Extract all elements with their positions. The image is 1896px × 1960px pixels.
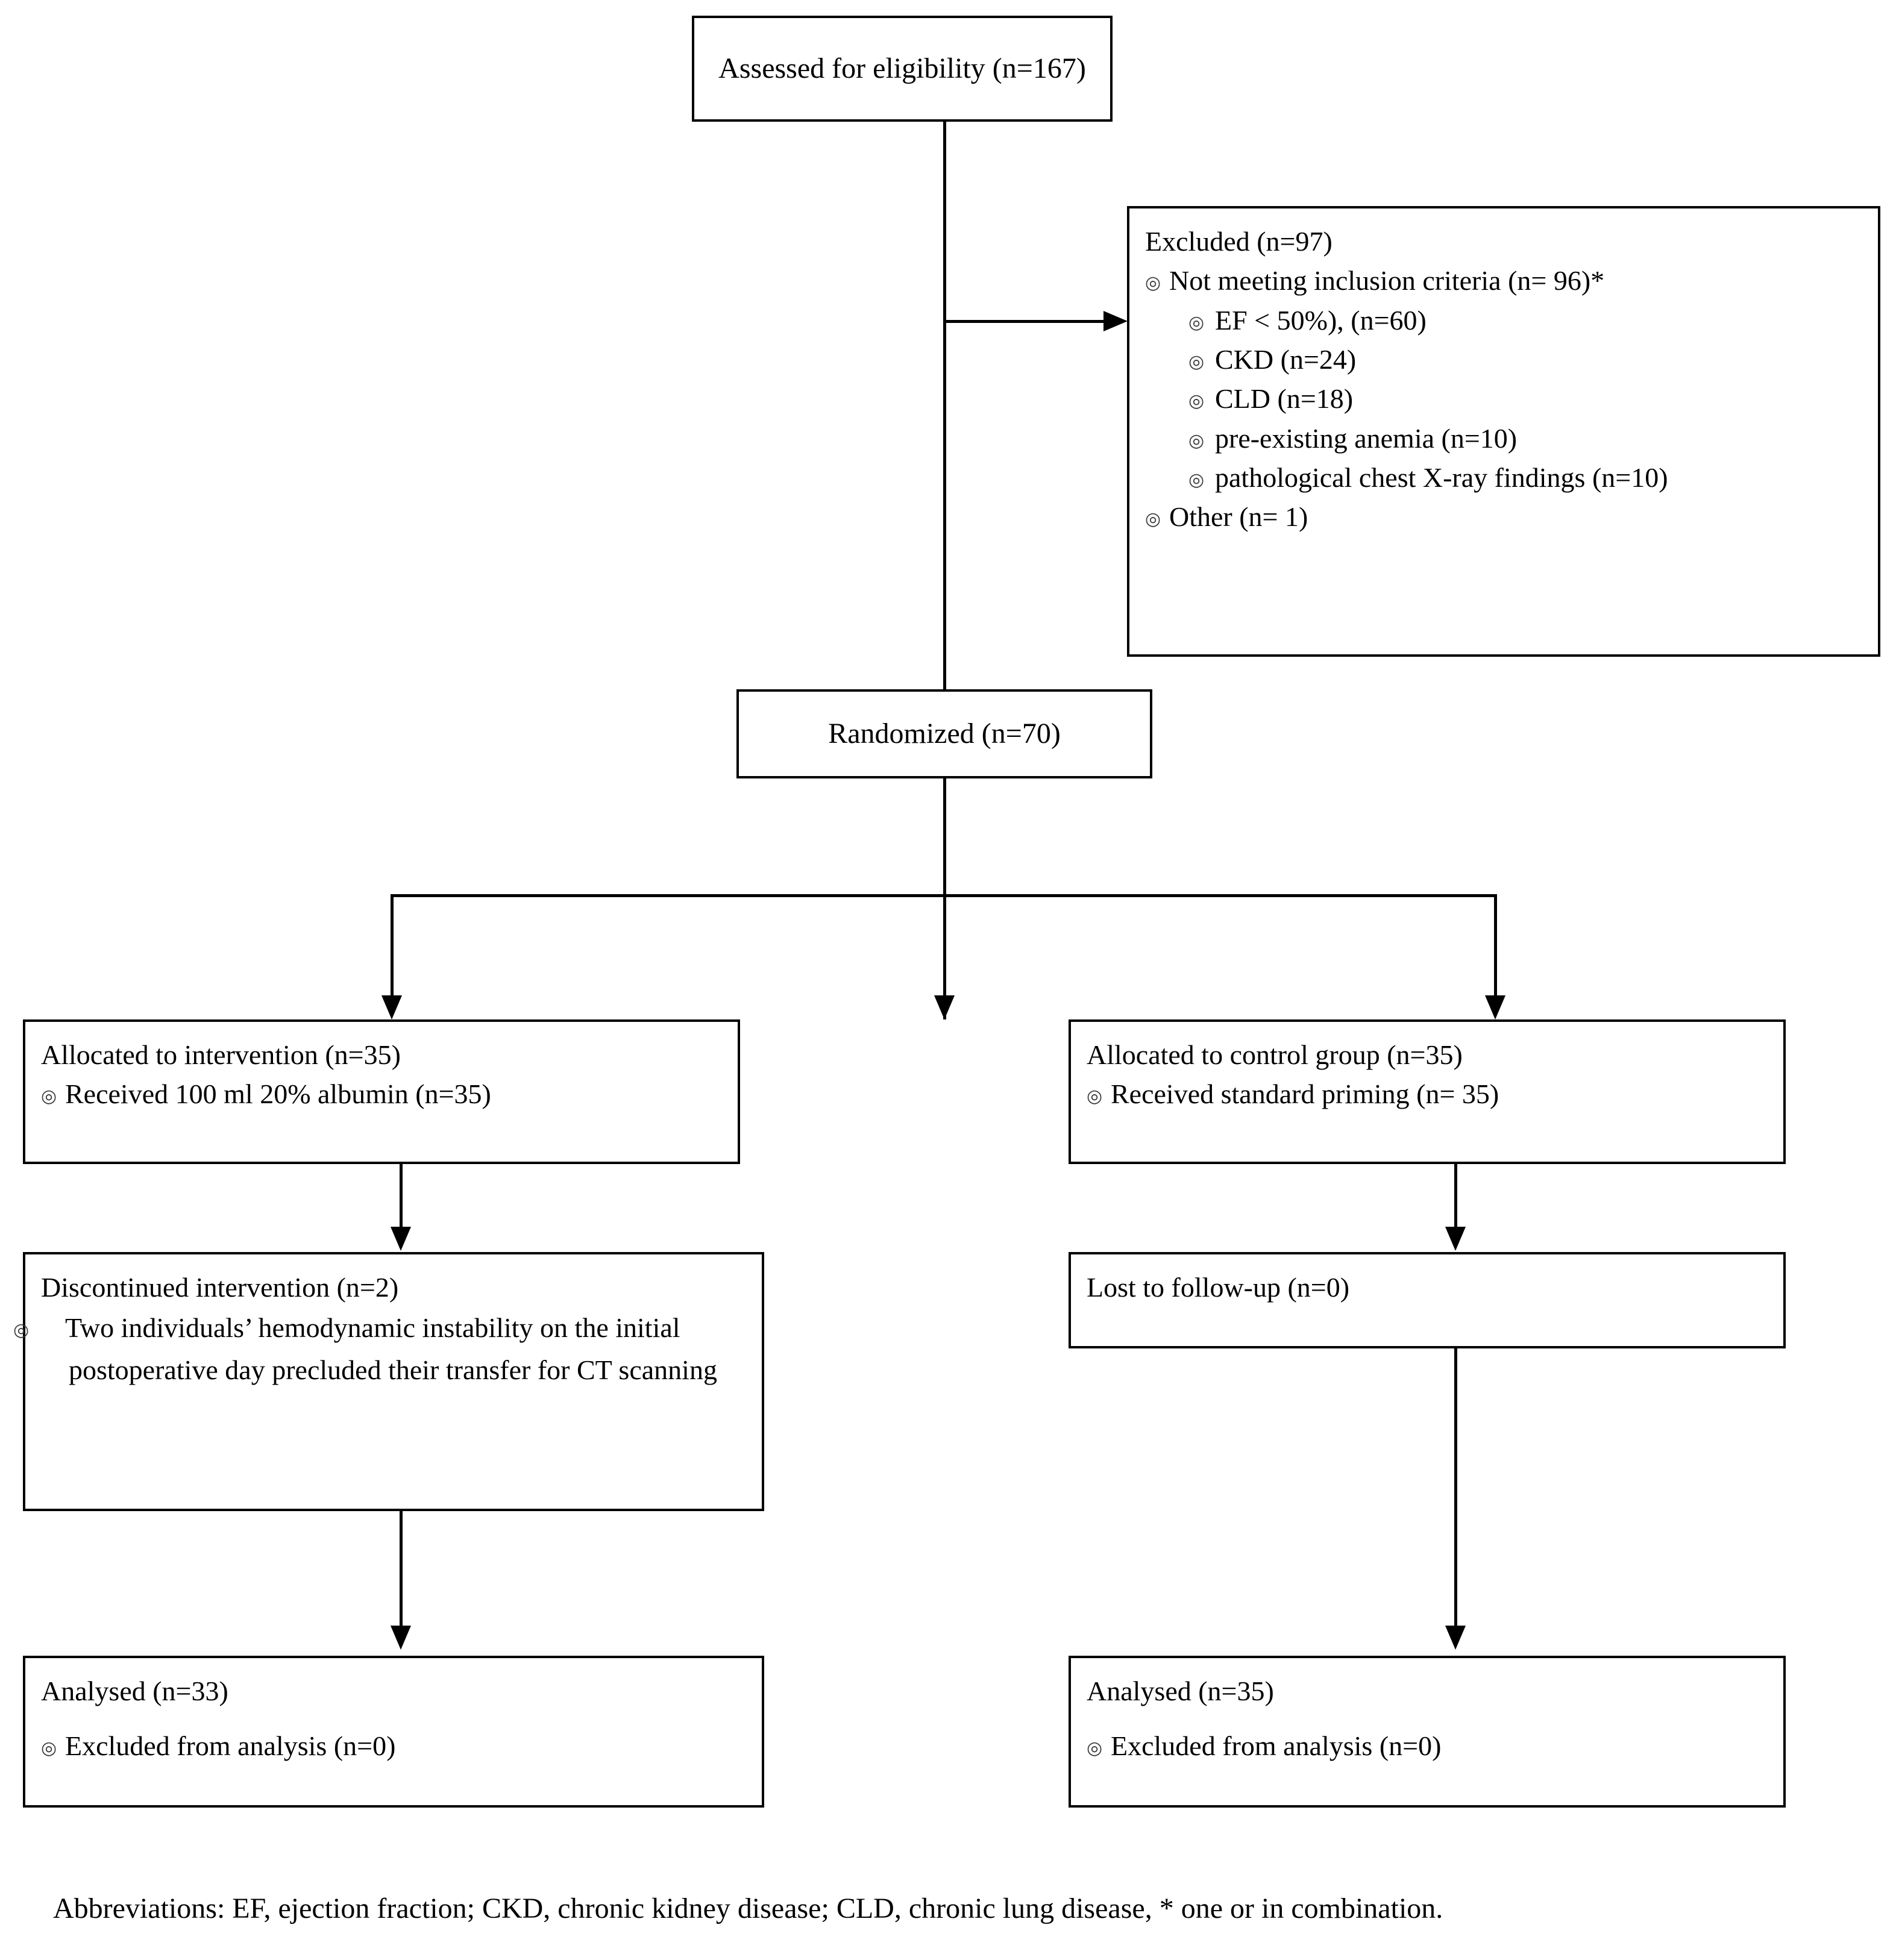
- connector-left-alloc-to-discontinued: [400, 1164, 403, 1233]
- node-analysed-intervention: Analysed (n=33) ◎Excluded from analysis …: [23, 1656, 764, 1808]
- bullet-icon: ◎: [1188, 430, 1205, 451]
- bullet-icon: ◎: [1188, 469, 1205, 490]
- excluded-item-2: ◎CKD (n=24): [1188, 343, 1357, 375]
- assessed-label: Assessed for eligibility (n=167): [718, 52, 1086, 84]
- connector-to-excluded: [943, 320, 1105, 323]
- node-lost-to-followup: Lost to follow-up (n=0): [1069, 1252, 1786, 1348]
- analysed-intervention-item-0: ◎Excluded from analysis (n=0): [41, 1730, 396, 1762]
- node-discontinued-intervention: Discontinued intervention (n=2) ◎Two ind…: [13, 1252, 764, 1511]
- arrowhead-to-excluded: [1103, 311, 1128, 331]
- connector-lost-to-analysed: [1454, 1348, 1457, 1632]
- bullet-icon: ◎: [1188, 312, 1205, 333]
- analysed-control-heading: Analysed (n=35): [1087, 1676, 1274, 1706]
- bullet-icon: ◎: [1145, 509, 1161, 530]
- alloc-control-heading: Allocated to control group (n=35): [1087, 1039, 1463, 1070]
- excluded-item-0: ◎Not meeting inclusion criteria (n= 96)*: [1145, 265, 1605, 296]
- bullet-icon: ◎: [1188, 351, 1205, 372]
- excluded-item-5: ◎pathological chest X-ray findings (n=10…: [1188, 462, 1668, 493]
- lost-followup-heading: Lost to follow-up (n=0): [1087, 1272, 1350, 1303]
- analysed-control-item-0: ◎Excluded from analysis (n=0): [1087, 1730, 1442, 1762]
- analysed-intervention-heading: Analysed (n=33): [41, 1676, 228, 1706]
- connector-right-alloc-to-lost: [1454, 1164, 1457, 1233]
- arrowhead-lost-followup: [1445, 1227, 1466, 1251]
- discontinued-item-0: ◎Two individuals’ hemodynamic instabilit…: [13, 1312, 717, 1386]
- alloc-control-item-0: ◎Received standard priming (n= 35): [1087, 1079, 1499, 1110]
- node-analysed-control: Analysed (n=35) ◎Excluded from analysis …: [1069, 1656, 1786, 1808]
- connector-split-bar: [391, 894, 1497, 897]
- bullet-icon: ◎: [1087, 1086, 1103, 1107]
- node-allocated-intervention: Allocated to intervention (n=35) ◎Receiv…: [23, 1019, 740, 1164]
- connector-split-left: [391, 894, 394, 998]
- alloc-intervention-heading: Allocated to intervention (n=35): [41, 1039, 401, 1070]
- bullet-icon: ◎: [41, 1738, 57, 1759]
- bullet-icon: ◎: [13, 1320, 30, 1341]
- bullet-icon: ◎: [1188, 391, 1205, 412]
- node-allocated-control: Allocated to control group (n=35) ◎Recei…: [1069, 1019, 1786, 1164]
- excluded-item-4: ◎pre-existing anemia (n=10): [1188, 422, 1518, 454]
- discontinued-heading: Discontinued intervention (n=2): [41, 1272, 399, 1303]
- node-randomized: Randomized (n=70): [736, 689, 1152, 778]
- connector-assessed-to-randomized: [943, 122, 946, 689]
- arrowhead-randomized-split: [934, 995, 955, 1019]
- bullet-icon: ◎: [1145, 273, 1161, 293]
- arrowhead-right-allocation: [1485, 995, 1505, 1019]
- arrowhead-left-allocation: [381, 995, 402, 1019]
- excluded-item-3: ◎CLD (n=18): [1188, 383, 1354, 415]
- arrowhead-analysed-left: [391, 1626, 411, 1650]
- connector-randomized-stem: [943, 778, 946, 1019]
- arrowhead-analysed-right: [1445, 1626, 1466, 1650]
- bullet-icon: ◎: [41, 1086, 57, 1107]
- node-excluded: Excluded (n=97) ◎Not meeting inclusion c…: [1127, 206, 1880, 657]
- excluded-heading: Excluded (n=97): [1145, 226, 1333, 257]
- connector-split-right: [1494, 894, 1497, 998]
- connector-discontinued-to-analysed: [400, 1511, 403, 1632]
- randomized-label: Randomized (n=70): [828, 717, 1061, 750]
- excluded-item-1: ◎EF < 50%), (n=60): [1188, 304, 1427, 336]
- node-assessed-for-eligibility: Assessed for eligibility (n=167): [692, 16, 1113, 122]
- bullet-icon: ◎: [1087, 1738, 1103, 1759]
- abbreviations-footnote: Abbreviations: EF, ejection fraction; CK…: [53, 1893, 1443, 1924]
- arrowhead-discontinued: [391, 1227, 411, 1251]
- alloc-intervention-item-0: ◎Received 100 ml 20% albumin (n=35): [41, 1079, 491, 1110]
- excluded-item-6: ◎Other (n= 1): [1145, 501, 1308, 533]
